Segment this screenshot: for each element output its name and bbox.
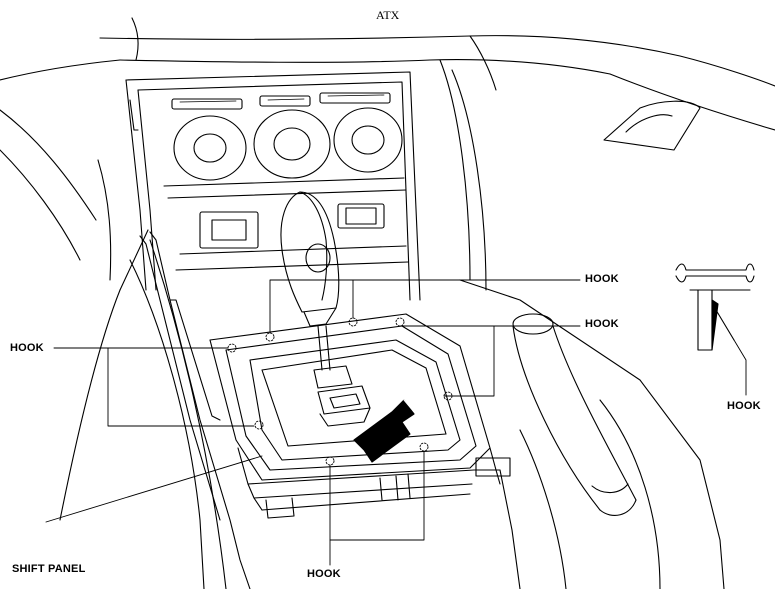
hook-points: [227, 317, 453, 466]
hook-detail-inset: [675, 263, 755, 351]
parking-brake: [512, 313, 637, 516]
shift-panel-outline: [209, 313, 511, 519]
leader-lines: [45, 279, 747, 566]
left-trim: [0, 99, 251, 589]
climate-knobs: [173, 107, 403, 181]
diagram-title: ATX: [376, 8, 400, 22]
label-shift-panel: SHIFT PANEL: [12, 563, 86, 575]
label-hook-bottom: HOOK: [307, 568, 341, 580]
removal-arrow: [353, 399, 415, 463]
dashboard-outline: [0, 17, 775, 91]
label-hook-top: HOOK: [585, 273, 619, 285]
right-trim: [439, 59, 775, 589]
label-hook-left: HOOK: [10, 342, 44, 354]
center-stack: [125, 71, 421, 301]
gear-lever: [280, 191, 371, 427]
label-hook-right: HOOK: [585, 318, 619, 330]
label-hook-detail: HOOK: [727, 400, 761, 412]
